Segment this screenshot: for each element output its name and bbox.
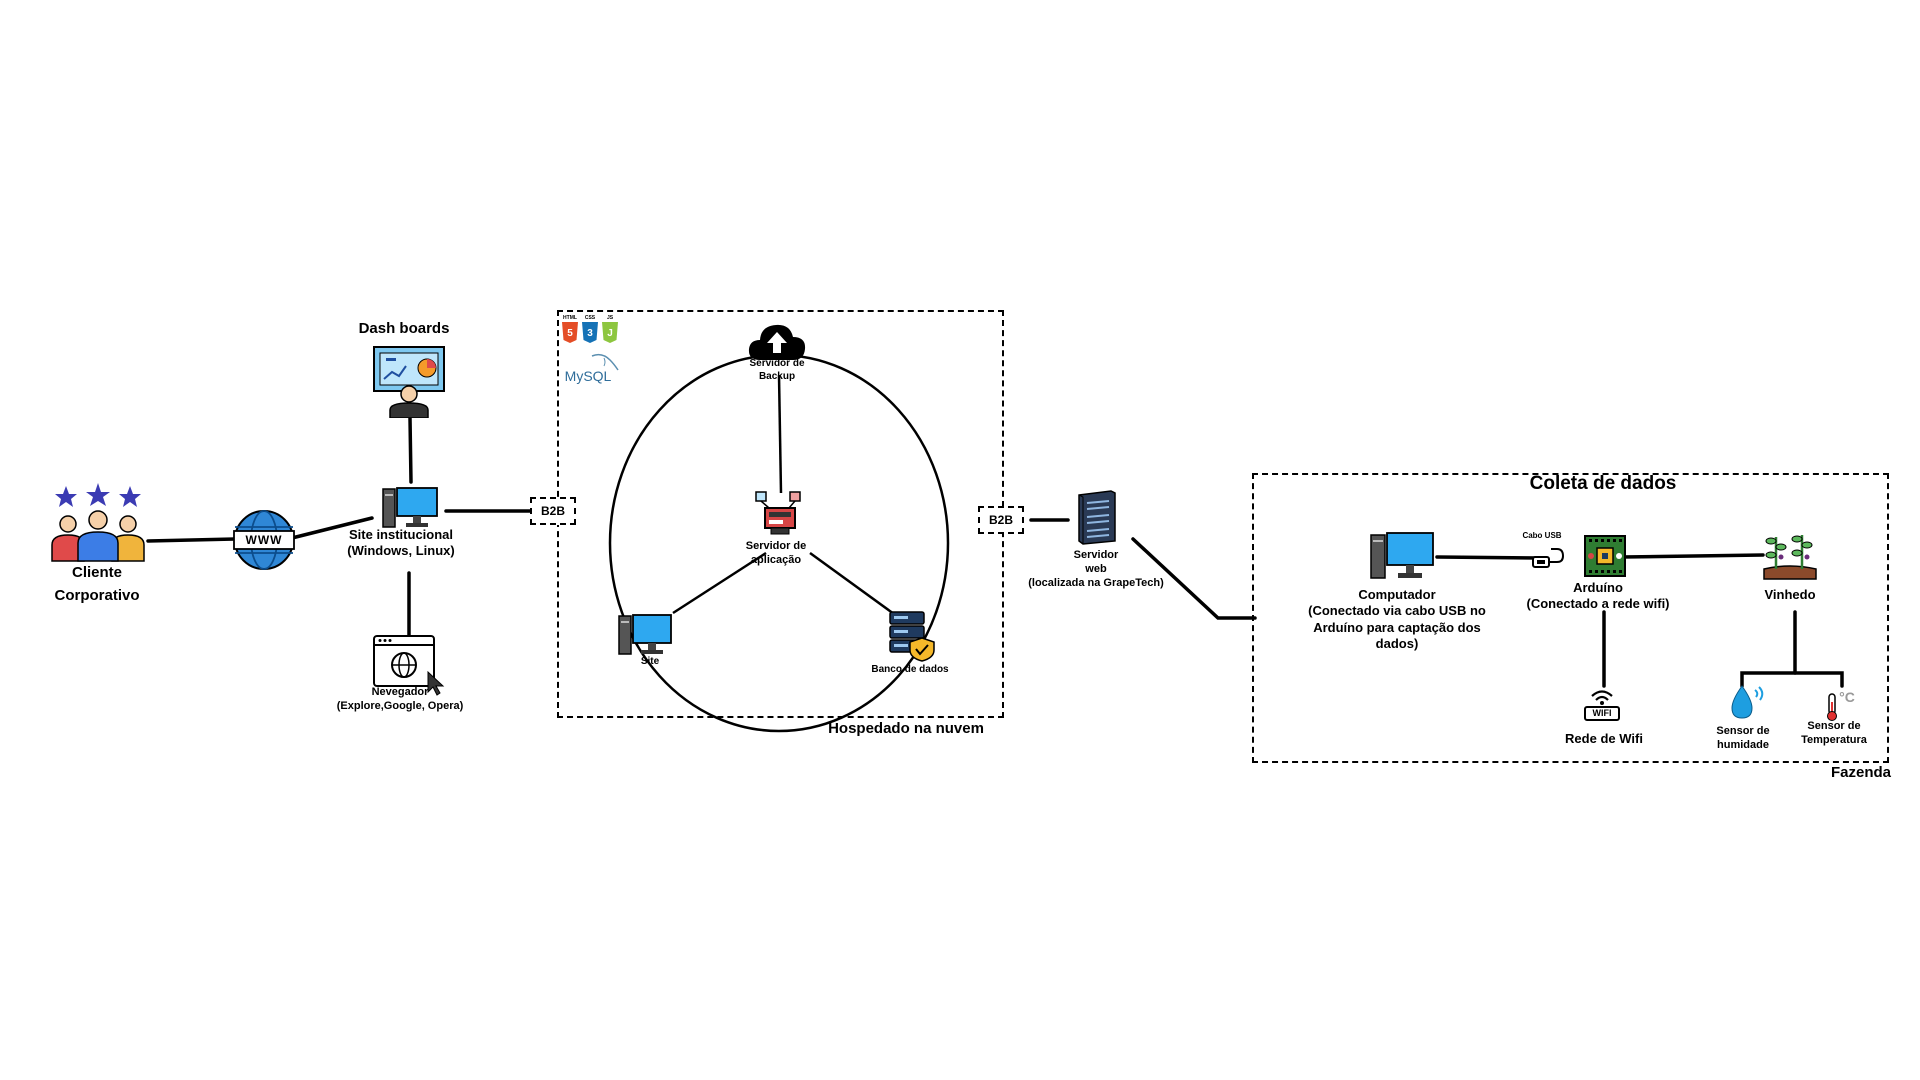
- dashboards-label: Dash boards: [358, 320, 450, 337]
- svg-text:J: J: [607, 328, 613, 339]
- js-logo-text: JS: [606, 315, 614, 321]
- mysql-dolphin-icon: [590, 352, 620, 372]
- line-sensor-branch: [1740, 671, 1844, 688]
- svg-text:3: 3: [587, 328, 593, 339]
- browser-window-icon: [372, 634, 448, 696]
- html-logo-text: HTML: [563, 315, 577, 321]
- database-shield-icon: [888, 610, 936, 662]
- line-arduino-vinhedo: [1620, 553, 1765, 559]
- svg-text:5: 5: [567, 328, 573, 339]
- globe-www-icon: [233, 509, 295, 571]
- line-cliente-www: [146, 537, 237, 543]
- cloud-caption: Hospedado na nuvem: [828, 720, 984, 737]
- people-stars-icon: [46, 483, 150, 563]
- farm-caption: Fazenda: [1830, 764, 1892, 781]
- b2b-right-badge: B2B: [978, 506, 1024, 534]
- line-webserver-farm: [1131, 537, 1257, 620]
- b2b-left-badge: B2B: [530, 497, 576, 525]
- thermometer-icon: °C: [1823, 686, 1857, 722]
- cloud-site-label: Site: [640, 656, 660, 667]
- svg-text:°C: °C: [1839, 689, 1855, 705]
- cloud-upload-icon: [746, 318, 808, 362]
- html-css-js-logos: 5 3 J: [561, 316, 621, 344]
- cloud-site-computer-icon: [618, 613, 672, 657]
- application-server-icon: [755, 490, 807, 538]
- usb-label: Cabo USB: [1522, 531, 1562, 540]
- water-drop-icon: [1728, 684, 1768, 720]
- line-computer-usb: [1435, 555, 1542, 560]
- farm-box: [1252, 473, 1889, 763]
- usb-cable-icon: [1531, 543, 1567, 571]
- mysql-logo-text: MySQL: [564, 368, 612, 384]
- site-institucional-label: Site institucional(Windows, Linux): [347, 527, 455, 559]
- wifi-label: Rede de Wifi: [1565, 731, 1643, 746]
- circuit-board-icon: [1583, 534, 1627, 578]
- line-www-site: [290, 516, 374, 540]
- wifi-icon: [1582, 686, 1622, 722]
- vineyard-plants-icon: [1762, 527, 1818, 581]
- line-site-dashboards: [408, 416, 413, 484]
- line-app-site: [672, 551, 767, 615]
- farm-title: Coleta de dados: [1529, 473, 1677, 494]
- dashboard-monitor-icon: [372, 346, 446, 418]
- farm-computer-label: Computador (Conectado via cabo USB no Ar…: [1308, 587, 1486, 651]
- navegador-label: Nevegador(Explore,Google, Opera): [336, 686, 464, 712]
- database-label: Banco de dados: [871, 664, 949, 675]
- line-app-db: [809, 551, 895, 616]
- server-rack-icon: [1075, 489, 1119, 545]
- wifi-badge-text: WIFI: [1592, 708, 1612, 718]
- site-computer-icon: [382, 486, 438, 530]
- farm-computer-icon: [1370, 531, 1434, 581]
- vinhedo-label: Vinhedo: [1764, 587, 1816, 602]
- line-backup-app: [777, 374, 783, 494]
- css-logo-text: CSS: [584, 315, 596, 321]
- arduino-label: Arduíno(Conectado a rede wifi): [1526, 580, 1670, 612]
- www-text: WWW: [245, 533, 283, 547]
